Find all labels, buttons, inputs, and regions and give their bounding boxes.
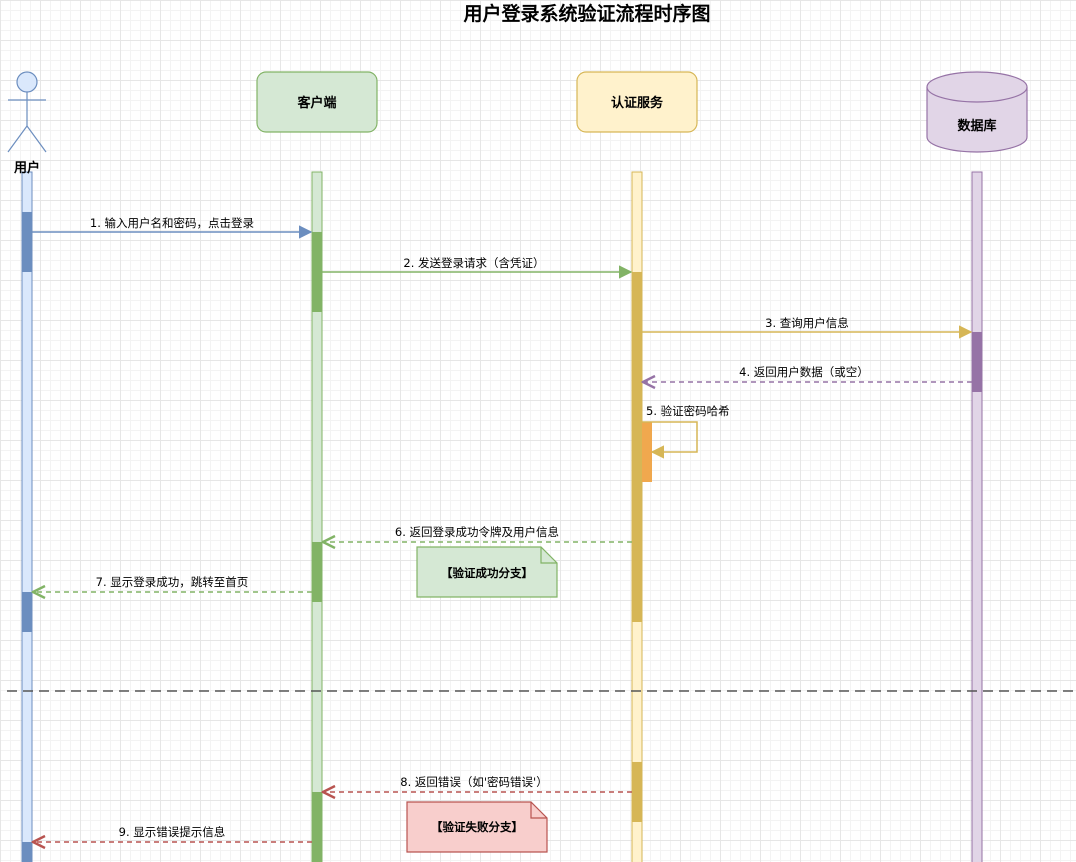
message-label-9: 9. 显示错误提示信息: [119, 825, 226, 839]
note-success: 【验证成功分支】: [416, 546, 558, 598]
activation-client-1: [312, 232, 322, 312]
activation-db-1: [972, 332, 982, 392]
message-label-8: 8. 返回错误（如'密码错误'）: [400, 775, 547, 789]
participant-db: 数据库: [926, 71, 1028, 153]
participant-auth: 认证服务: [576, 71, 698, 133]
message-label-1: 1. 输入用户名和密码，点击登录: [90, 216, 254, 230]
database-icon: [926, 87, 1028, 153]
message-label-5: 5. 验证密码哈希: [646, 404, 730, 418]
message-label-6: 6. 返回登录成功令牌及用户信息: [395, 525, 559, 539]
message-label-4: 4. 返回用户数据（或空）: [739, 365, 869, 379]
activation-client-3: [312, 792, 322, 862]
participant-label-user: 用户: [13, 160, 40, 176]
activation-client-2: [312, 542, 322, 602]
lifeline-user: [21, 171, 33, 862]
note-failure: 【验证失败分支】: [406, 801, 548, 853]
note-success-text: 【验证成功分支】: [441, 566, 533, 580]
activation-auth-1: [632, 272, 642, 622]
message-label-3: 3. 查询用户信息: [765, 316, 849, 330]
activation-auth-2: [632, 762, 642, 822]
activation-user-3: [22, 842, 32, 862]
lifeline-db: [971, 171, 983, 862]
activation-user-1: [22, 212, 32, 272]
participant-label-client: 客户端: [297, 95, 336, 111]
message-label-7: 7. 显示登录成功，跳转至首页: [96, 575, 249, 589]
actor-head-icon: [16, 71, 38, 93]
participant-label-db: 数据库: [957, 118, 996, 134]
participant-client: 客户端: [256, 71, 378, 133]
lifeline-client: [311, 171, 323, 862]
note-failure-text: 【验证失败分支】: [431, 820, 523, 834]
actor-user: [7, 71, 47, 153]
message-arrow-5: [642, 421, 698, 459]
message-label-2: 2. 发送登录请求（含凭证）: [403, 256, 544, 270]
activation-auth-self: [642, 422, 652, 482]
diagram-title: 用户登录系统验证流程时序图: [463, 2, 710, 25]
participant-label-auth: 认证服务: [611, 95, 664, 111]
activation-user-2: [22, 592, 32, 632]
